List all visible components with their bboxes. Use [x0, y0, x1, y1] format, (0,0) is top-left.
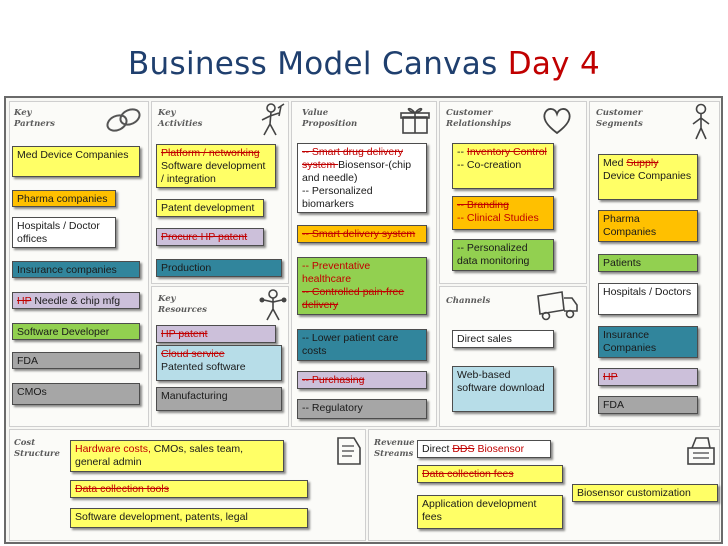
- note-production: Production: [156, 259, 282, 277]
- note-hospitals-doctors: Hospitals / Doctors: [598, 283, 698, 315]
- key-partners-title: Key Partners: [14, 108, 55, 129]
- truck-icon: [537, 291, 578, 321]
- note-direct-biosensor-sales: Direct DDS Biosensor sales: [417, 440, 551, 458]
- note-purchasing: -- Purchasing: [297, 371, 427, 389]
- note-application-development-fees: Application development fees: [417, 495, 563, 529]
- note-preventative-healthcare: -- Preventative healthcare-- Controlled …: [297, 257, 427, 315]
- note-web-based-software-download: Web-based software download: [452, 366, 554, 412]
- gift-icon: [400, 107, 430, 134]
- customer-segments-title: Customer Segments: [596, 108, 643, 129]
- page-title: Business Model Canvas Day 4: [127, 46, 601, 82]
- note-hardware-costs: Hardware costs, CMOs, sales team, genera…: [70, 440, 284, 472]
- note-regulatory: -- Regulatory: [297, 399, 427, 419]
- note-fda-segment: FDA: [598, 396, 698, 414]
- note-needle-chip-mfg: HP Needle & chip mfg: [12, 292, 140, 309]
- note-insurance-companies-segment: Insurance Companies: [598, 326, 698, 358]
- business-model-canvas: Key Partners Key Activities Key Resource…: [4, 96, 723, 544]
- note-pharma-companies-segment: Pharma Companies: [598, 210, 698, 242]
- note-procure-hp-patent: Procure HP patent: [156, 228, 264, 246]
- cost-structure-title: Cost Structure: [14, 438, 60, 459]
- person-icon: [692, 103, 710, 140]
- note-software-patents-legal: Software development, patents, legal: [70, 508, 308, 528]
- note-manufacturing: Manufacturing: [156, 387, 282, 411]
- note-data-collection-fees: Data collection fees: [417, 465, 563, 483]
- note-patients: Patients: [598, 254, 698, 272]
- heart-icon: [543, 108, 571, 135]
- note-inventory-co-creation: -- Inventory Control-- Co-creation: [452, 143, 554, 189]
- value-proposition-title: Value Proposition: [302, 108, 358, 129]
- price-tag-icon: [337, 437, 361, 465]
- note-med-device-companies: Med Device Companies: [12, 146, 140, 177]
- note-patent-development: Patent development: [156, 199, 264, 217]
- note-hospitals-doctor-offices: Hospitals / Doctor offices: [12, 217, 116, 248]
- key-activities-title: Key Activities: [158, 108, 203, 129]
- note-biosensor-customization: Biosensor customization: [572, 484, 718, 502]
- cash-register-icon: [687, 437, 715, 465]
- note-hp-segment: HP: [598, 368, 698, 386]
- note-data-collection-tools: Data collection tools: [70, 480, 308, 498]
- title-accent: Day 4: [507, 46, 601, 82]
- customer-relationships-title: Customer Relationships: [446, 108, 512, 129]
- revenue-streams-title: Revenue Streams: [374, 438, 415, 459]
- note-pharma-companies: Pharma companies: [12, 190, 116, 207]
- note-cmos: CMOs: [12, 383, 140, 405]
- note-med-device-companies-segment: Med Supply Device Companies: [598, 154, 698, 200]
- channels-title: Channels: [446, 296, 491, 306]
- lifting-worker-icon: [259, 289, 287, 321]
- note-fda-partner: FDA: [12, 352, 140, 369]
- note-lower-patient-care-costs: -- Lower patient care costs: [297, 329, 427, 361]
- note-software-developer: Software Developer: [12, 323, 140, 340]
- key-resources-title: Key Resources: [158, 294, 207, 315]
- chain-links-icon: [106, 108, 141, 132]
- note-personalized-data-monitoring: -- Personalized data monitoring: [452, 239, 554, 271]
- worker-icon: [261, 103, 285, 136]
- note-branding-clinical-studies: -- Branding-- Clinical Studies: [452, 196, 554, 230]
- note-hp-patent: HP patent: [156, 325, 276, 343]
- note-insurance-companies: Insurance companies: [12, 261, 140, 278]
- note-direct-sales: Direct sales: [452, 330, 554, 348]
- note-smart-delivery-system: -- Smart delivery system: [297, 225, 427, 243]
